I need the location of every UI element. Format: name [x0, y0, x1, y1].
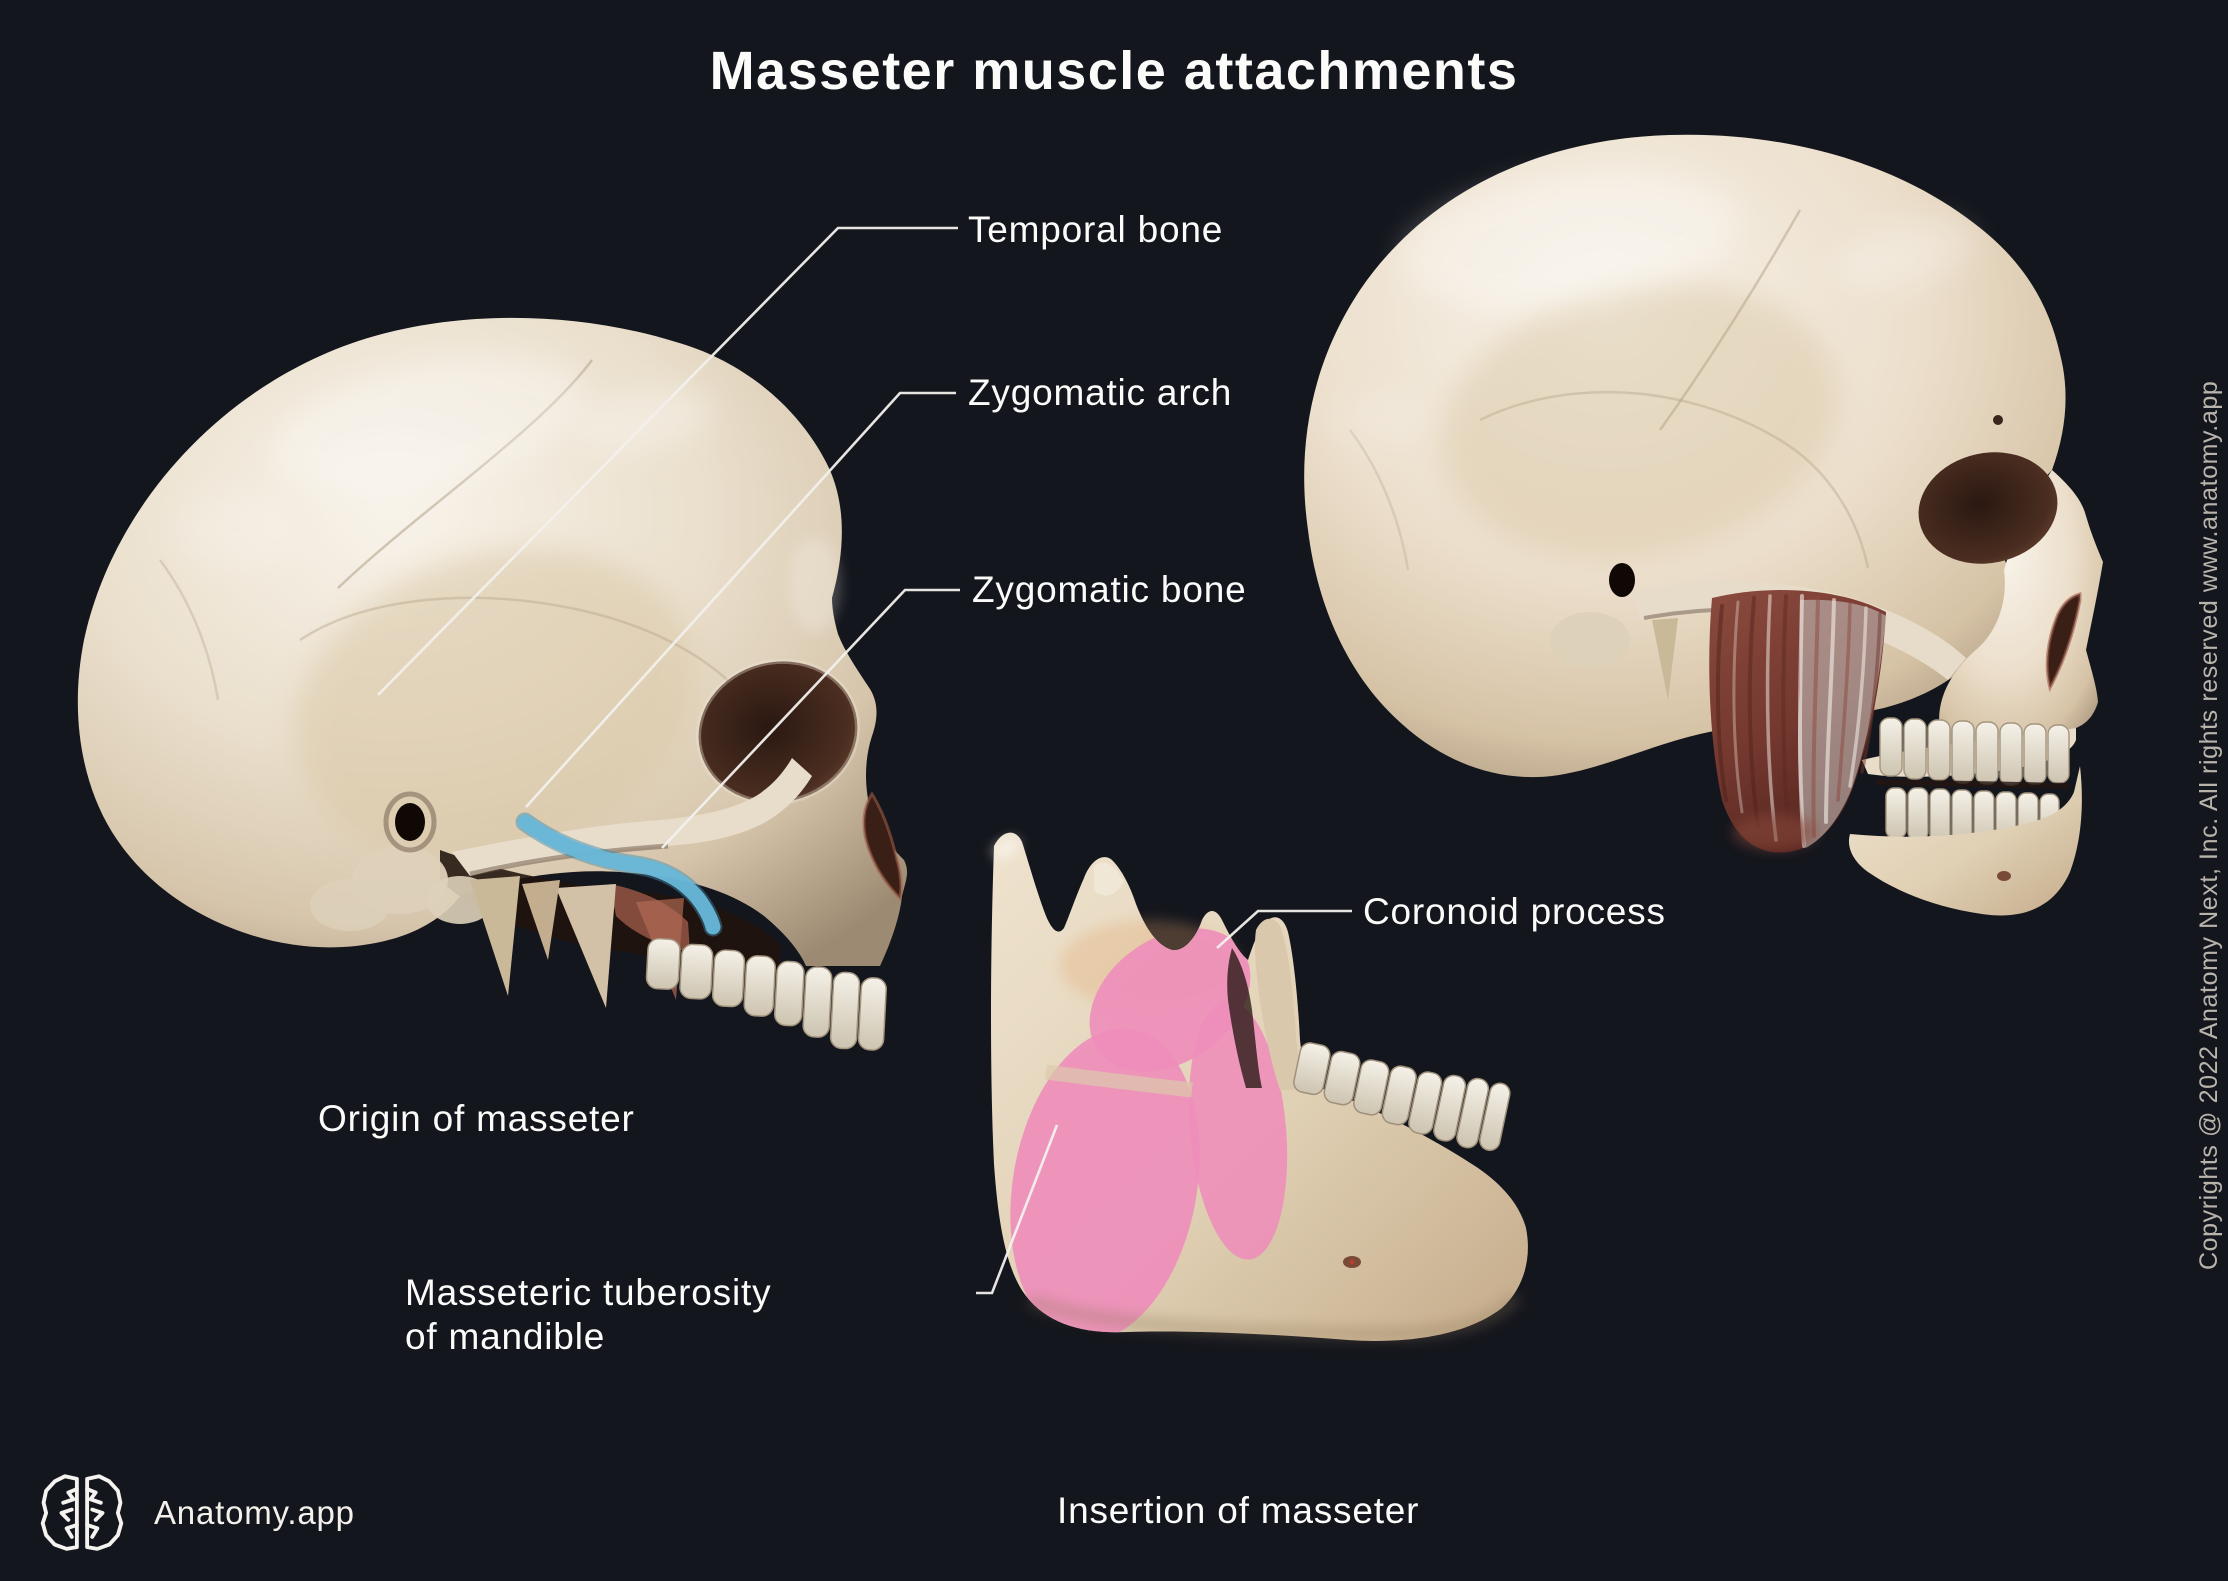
- tooth: [1951, 720, 1975, 784]
- zygomatic-bone-leader-line: [661, 588, 960, 849]
- tooth: [1479, 1082, 1511, 1151]
- left-nasal-aperture: [862, 791, 903, 902]
- right-mental-foramen: [1997, 871, 2011, 881]
- tooth: [1323, 1050, 1361, 1106]
- label-masseteric-tuberosity-line1: Masseteric tuberosity: [405, 1272, 772, 1313]
- mandible-teeth: [1293, 1042, 1511, 1151]
- condyle-sheen: [992, 838, 1020, 858]
- tooth: [1408, 1071, 1443, 1135]
- caption-origin-of-masseter: Origin of masseter: [318, 1098, 635, 1139]
- mandible-shadow: [1027, 1291, 1522, 1342]
- right-temporal-fossa: [1442, 281, 1838, 559]
- caption-insertion-of-masseter: Insertion of masseter: [1057, 1490, 1420, 1531]
- tooth: [645, 937, 681, 990]
- masseter-belly-shade: [1733, 814, 1817, 850]
- origin-highlight-core: [517, 814, 721, 935]
- zygomatic-arch-bone: [452, 758, 812, 876]
- brand-name: Anatomy.app: [154, 1494, 355, 1531]
- zygomatic-arch-leader-line: [525, 391, 956, 808]
- tooth: [1381, 1065, 1417, 1126]
- tooth: [1885, 787, 1907, 839]
- tooth: [1907, 787, 1929, 841]
- tooth: [711, 949, 746, 1008]
- highlight-seam: [1044, 1064, 1193, 1098]
- styloid-spikes: [470, 876, 616, 1008]
- tooth: [679, 943, 714, 1000]
- right-skull-upper-teeth: [1879, 717, 2070, 786]
- label-masseteric-tuberosity-line2: of mandible: [405, 1316, 606, 1357]
- occlusal-line: [1875, 779, 2071, 789]
- right-ear-canal: [1609, 563, 1635, 597]
- mastoid-region: [310, 846, 494, 931]
- coronoid-cut-face: [1094, 862, 1124, 896]
- tooth: [1293, 1042, 1331, 1096]
- left-skull-illustration: [77, 317, 908, 1051]
- page-title: Masseter muscle attachments: [709, 41, 1519, 101]
- insertion-highlight-blob: [1188, 1000, 1288, 1260]
- label-coronoid-process: Coronoid process: [1363, 891, 1666, 932]
- left-orbit-rim: [696, 658, 860, 806]
- far-coronoid-prong: [1254, 918, 1308, 1090]
- tooth: [2047, 724, 2070, 784]
- right-styloid-spike: [1652, 618, 1678, 700]
- specular-highlights: [175, 355, 841, 633]
- tooth: [829, 971, 861, 1050]
- tooth: [802, 966, 833, 1038]
- brain-logo-icon: [40, 1474, 124, 1551]
- right-skull-illustration: [1304, 134, 2103, 916]
- tooth: [857, 977, 887, 1051]
- temporal-bone-leader-line: [377, 226, 958, 696]
- leader-lines: [377, 226, 1352, 1295]
- tooth: [1999, 722, 2023, 786]
- tooth: [1456, 1077, 1490, 1149]
- label-zygomatic-arch: Zygomatic arch: [968, 372, 1233, 413]
- tooth: [743, 955, 776, 1017]
- ear-canal: [395, 803, 425, 841]
- right-skull-mandible: [1848, 766, 2082, 916]
- tooth: [1433, 1074, 1467, 1142]
- tooth: [1903, 718, 1927, 780]
- masseteric-tuberosity-leader-line: [976, 1124, 1059, 1295]
- tooth: [774, 960, 805, 1027]
- ear-canal-rim: [383, 791, 437, 853]
- brand-lockup: Anatomy.app: [36, 1472, 355, 1554]
- right-mastoid: [1550, 612, 1630, 668]
- tooth: [1975, 721, 1999, 785]
- tooth: [1929, 788, 1951, 844]
- tooth: [2023, 723, 2047, 785]
- right-orbit: [1918, 452, 2058, 564]
- supraorbital-foramen: [1993, 415, 2003, 425]
- left-skull-teeth: [645, 937, 887, 1051]
- label-masseteric-tuberosity: Masseteric tuberosity of mandible: [405, 1271, 771, 1359]
- insertion-highlight: [1010, 928, 1288, 1341]
- temporal-fossa: [294, 548, 696, 862]
- tooth: [1353, 1059, 1390, 1116]
- coronoid-process-leader-line: [1216, 909, 1352, 949]
- right-nasal-aperture: [2045, 592, 2082, 693]
- tooth: [1927, 719, 1951, 781]
- copyright-text: Copyrights @ 2022 Anatomy Next, Inc. All…: [2195, 380, 2223, 1270]
- mandible-illustration: [991, 832, 1528, 1342]
- ramus-crevice-shadow: [1227, 948, 1262, 1088]
- label-temporal-bone: Temporal bone: [968, 209, 1224, 250]
- insertion-highlight-blob: [1010, 1028, 1200, 1341]
- mental-foramen-dot: [1349, 1259, 1355, 1265]
- label-zygomatic-bone: Zygomatic bone: [972, 569, 1247, 610]
- right-specular-highlights: [1332, 170, 1974, 450]
- tooth: [1879, 717, 1903, 777]
- right-skull-face: [1939, 470, 2103, 764]
